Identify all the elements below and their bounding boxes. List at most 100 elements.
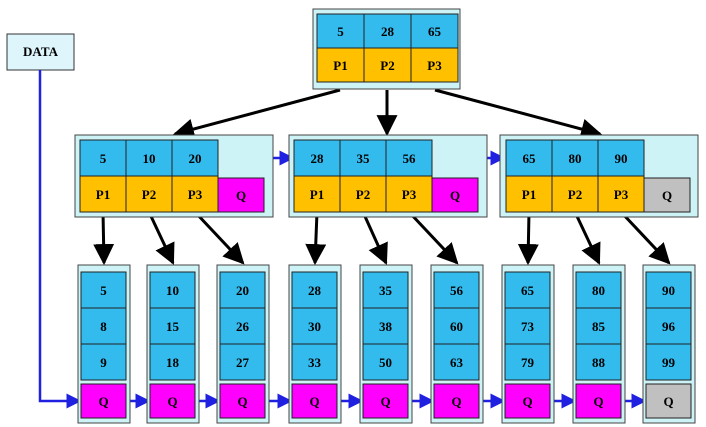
root-pointer-cell [316,47,365,83]
leaf-q-cell [291,383,338,419]
internal-child-arrow [361,211,388,265]
internal-pointer-text: P3 [402,187,417,202]
leaf-q-cell [645,383,692,419]
leaf-key-text: 65 [521,283,535,298]
leaf-q-cell [504,383,551,419]
leaf-key-text: 73 [521,319,535,334]
internal-child-arrow [407,210,459,265]
internal-pointer-text: P2 [142,187,156,202]
root-pointer-cell [363,47,412,83]
leaf-q-cell [149,383,196,419]
leaf-q-text: Q [451,394,461,409]
internal-q-text: Q [236,188,246,203]
leaf-q-cell [575,383,622,419]
root-child-arrow [434,88,603,140]
internal-child-arrow [147,211,175,265]
leaf-key-text: 5 [100,283,107,298]
root-pointer-text: P2 [380,58,394,73]
root-key-cell [410,13,459,49]
internal-key-text: 28 [311,151,325,166]
internal-key-cell [293,139,341,177]
leaf-q-text: Q [98,394,108,409]
root-pointer-text: P3 [427,58,442,73]
leaf-q-cell [362,383,409,419]
leaf-key-cell [645,343,692,381]
leaf-node: 80 85 88Q [572,264,626,424]
leaf-key-text: 27 [236,355,250,370]
leaf-key-cell [504,271,551,309]
internal-pointer-text: P1 [96,187,110,202]
internal-key-text: 35 [357,151,371,166]
leaf-key-cell [80,271,127,309]
leaf-key-cell [219,307,266,345]
internal-q-text: Q [450,188,460,203]
leaf-key-text: 85 [592,319,606,334]
leaf-key-cell [433,343,480,381]
internal-key-cell [385,139,433,177]
root-child-arrow [172,88,341,140]
leaf-key-cell [575,307,622,345]
internal-q-text: Q [662,188,672,203]
internal-key-cell [597,139,645,177]
leaf-q-text: Q [593,394,603,409]
internal-pointer-text: P1 [310,187,324,202]
leaf-key-cell [219,343,266,381]
leaf-key-text: 79 [521,355,535,370]
leaf-key-text: 26 [236,319,250,334]
leaf-q-text: Q [167,394,177,409]
leaf-key-cell [149,343,196,381]
leaf-key-text: 80 [592,283,605,298]
leaf-key-cell [149,307,196,345]
leaf-key-text: 38 [379,319,393,334]
leaf-key-text: 28 [308,283,322,298]
internal-key-text: 65 [523,151,537,166]
leaf-key-cell [645,271,692,309]
leaf-key-text: 9 [100,355,107,370]
internal-key-text: 5 [100,151,107,166]
internal-pointer-cell [79,175,127,213]
leaf-key-cell [291,343,338,381]
internal-child-arrow [517,211,539,266]
leaf-key-cell [362,271,409,309]
leaf-key-text: 88 [592,355,606,370]
leaf-q-text: Q [309,394,319,409]
leaf-key-cell [291,307,338,345]
leaf-key-text: 8 [100,319,107,334]
leaf-node: 65 73 79Q [501,264,555,424]
leaf-key-cell [80,307,127,345]
internal-q-cell [431,177,479,213]
leaf-q-text: Q [380,394,390,409]
leaf-key-text: 20 [236,283,249,298]
internal-pointer-text: P1 [522,187,536,202]
leaf-node: 5 8 9Q [77,264,131,424]
internal-key-text: 56 [403,151,417,166]
leaf-key-text: 33 [308,355,322,370]
internal-pointer-cell [125,175,173,213]
internal-pointer-text: P3 [614,187,629,202]
root-pointer-cell [410,47,459,83]
internal-key-text: 90 [615,151,628,166]
leaf-node: 28 30 33Q [288,264,342,424]
leaf-key-text: 99 [662,355,676,370]
internal-key-cell [505,139,553,177]
leaf-q-text: Q [522,394,532,409]
leaf-key-text: 15 [166,319,180,334]
internal-child-arrow [305,211,327,266]
leaf-key-text: 30 [308,319,321,334]
root-key-cell [316,13,365,49]
internal-child-arrow [619,210,671,265]
internal-key-text: 20 [189,151,202,166]
internal-child-arrow [193,210,245,265]
leaf-key-cell [362,307,409,345]
internal-key-cell [125,139,173,177]
internal-pointer-cell [339,175,387,213]
leaf-key-cell [362,343,409,381]
internal-pointer-text: P2 [356,187,370,202]
leaf-q-cell [80,383,127,419]
